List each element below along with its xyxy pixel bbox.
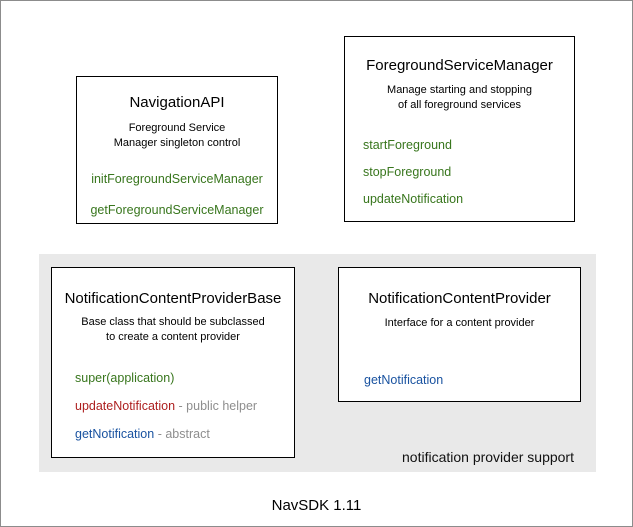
method-updateNotification: updateNotification <box>363 192 464 206</box>
notification-content-provider-methods: getNotification <box>339 373 580 388</box>
notification-content-provider-description: Interface for a content provider <box>339 316 580 331</box>
description-line: Manager singleton control <box>113 137 241 149</box>
method-stopForeground: stopForeground <box>363 165 452 179</box>
method-getNotification: getNotification - abstract <box>75 427 294 442</box>
panel-label: notification provider support <box>402 449 574 465</box>
sdk-version-caption: NavSDK 1.11 <box>271 497 362 514</box>
description-line: to create a content provider <box>106 331 240 343</box>
method-initForegroundServiceManager: initForegroundServiceManager <box>91 172 263 186</box>
method-getForegroundServiceManager: getForegroundServiceManager <box>90 203 264 217</box>
notification-content-provider-base-title: NotificationContentProviderBase <box>64 290 282 307</box>
navigation-api-methods: initForegroundServiceManager getForegrou… <box>77 172 277 218</box>
notification-content-provider-base-box: NotificationContentProviderBase Base cla… <box>51 267 295 458</box>
method-getNotification: getNotification <box>364 373 444 387</box>
notification-content-provider-box: NotificationContentProvider Interface fo… <box>338 267 581 402</box>
navigation-api-title: NavigationAPI <box>129 94 225 111</box>
foreground-service-manager-title: ForegroundServiceManager <box>366 57 553 74</box>
foreground-service-manager-methods: startForeground stopForeground updateNot… <box>345 138 574 207</box>
method-suffix: - abstract <box>154 427 210 441</box>
method-suffix: - public helper <box>175 399 258 413</box>
description-line: Interface for a content provider <box>384 317 535 329</box>
description-line: Base class that should be subclassed <box>81 316 265 328</box>
method-label: getNotification <box>75 427 155 441</box>
navigation-api-box: NavigationAPI Foreground Service Manager… <box>76 76 278 224</box>
foreground-service-manager-description: Manage starting and stopping of all fore… <box>345 83 574 113</box>
method-startForeground: startForeground <box>363 138 452 152</box>
description-line: Foreground Service <box>128 122 226 134</box>
method-updateNotification: updateNotification - public helper <box>75 399 294 414</box>
description-line: Manage starting and stopping <box>387 84 532 96</box>
foreground-service-manager-box: ForegroundServiceManager Manage starting… <box>344 36 575 222</box>
method-label: super(application) <box>75 371 175 385</box>
description-line: of all foreground services <box>398 99 521 111</box>
notification-content-provider-title: NotificationContentProvider <box>368 290 551 307</box>
notification-content-provider-base-description: Base class that should be subclassed to … <box>52 315 294 345</box>
method-super-application: super(application) <box>75 371 294 386</box>
notification-content-provider-base-methods: super(application) updateNotification - … <box>52 371 294 442</box>
method-label: updateNotification <box>75 399 176 413</box>
navigation-api-description: Foreground Service Manager singleton con… <box>77 121 277 151</box>
